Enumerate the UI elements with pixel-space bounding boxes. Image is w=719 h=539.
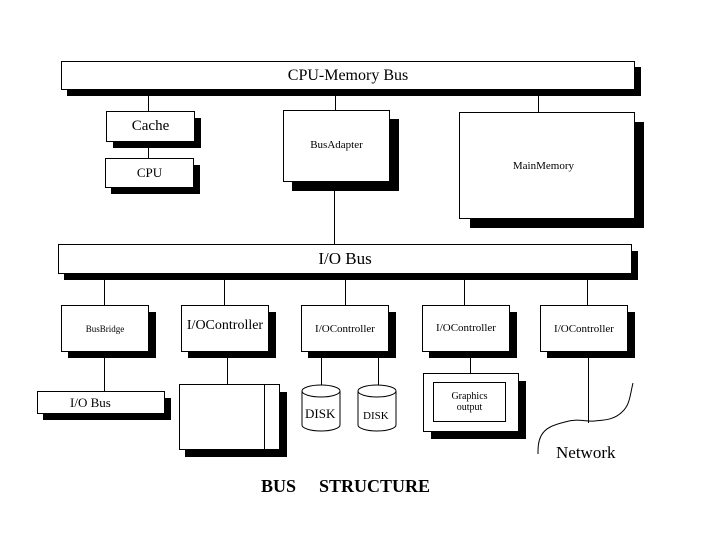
connector-adapter-iobus <box>334 191 335 244</box>
connector-cache-cpu <box>148 148 149 159</box>
connector-iobus-bridge <box>104 280 105 305</box>
disk-2-label: DISK <box>363 410 389 422</box>
connector-bus-memory <box>538 96 539 112</box>
io-controller-1-box: I/OController <box>181 305 269 352</box>
connector-ctrl2-disk2 <box>378 358 379 388</box>
connector-iobus-ctrl3 <box>464 280 465 305</box>
main-memory-box: MainMemory <box>459 112 635 219</box>
device-box <box>179 384 280 450</box>
cache-box: Cache <box>106 111 195 142</box>
io-bus-label: I/O Bus <box>318 249 372 268</box>
cpu-memory-bus-label: CPU-Memory Bus <box>287 66 409 84</box>
graphics-inner-box: Graphics output <box>433 382 506 422</box>
connector-iobus-ctrl1 <box>224 280 225 305</box>
bus-bridge-box: BusBridge <box>61 305 149 352</box>
bus-adapter-label: BusAdapter <box>310 139 363 151</box>
io-controller-1-label: I/OController <box>186 318 264 333</box>
connector-bus-cache <box>148 96 149 111</box>
connector-iobus-ctrl4 <box>587 280 588 305</box>
secondary-io-bus-label: I/O Bus <box>70 394 111 410</box>
secondary-io-bus: I/O Bus <box>37 391 165 414</box>
io-controller-4-box: I/OController <box>540 305 628 352</box>
io-controller-3-box: I/OController <box>422 305 510 352</box>
io-controller-3-label: I/OController <box>436 322 496 334</box>
network-label: Network <box>556 443 616 462</box>
device-divider <box>264 384 265 450</box>
bus-adapter-box: BusAdapter <box>283 110 390 182</box>
cpu-label: CPU <box>136 165 163 180</box>
connector-bus-adapter <box>335 96 336 110</box>
connector-ctrl2-disk1 <box>321 358 322 388</box>
cpu-box: CPU <box>105 158 194 188</box>
disk-2-icon <box>357 384 397 432</box>
bus-bridge-label: BusBridge <box>85 323 125 334</box>
io-controller-2-label: I/OController <box>315 322 375 335</box>
connector-ctrl4-network <box>588 358 589 423</box>
connector-bridge-iobus2 <box>104 358 105 391</box>
title-word-2: STRUCTURE <box>319 476 431 496</box>
graphics-output-label: Graphics output <box>451 391 488 413</box>
title-word-1: BUS <box>261 476 297 496</box>
io-controller-4-label: I/OController <box>554 322 614 335</box>
connector-ctrl1-device <box>227 358 228 384</box>
cache-label: Cache <box>131 118 170 134</box>
connector-ctrl3-graphics <box>470 358 471 373</box>
main-memory-label: MainMemory <box>512 160 574 172</box>
connector-iobus-ctrl2 <box>345 280 346 305</box>
io-controller-2-box: I/OController <box>301 305 389 352</box>
network-cable-icon <box>537 382 634 455</box>
cpu-memory-bus: CPU-Memory Bus <box>61 61 635 90</box>
disk-1-label: DISK <box>305 406 336 421</box>
io-bus: I/O Bus <box>58 244 632 274</box>
disk-1-icon <box>301 384 341 432</box>
